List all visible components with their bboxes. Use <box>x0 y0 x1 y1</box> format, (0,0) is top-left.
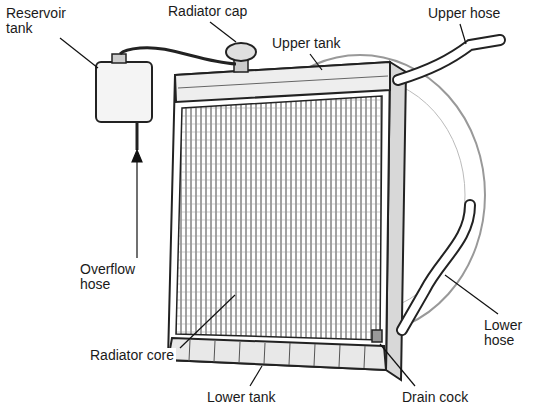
reservoir-cap <box>112 54 126 63</box>
upper-hose-fill <box>398 40 500 80</box>
drain-cock <box>372 330 382 342</box>
upper-tank-seam <box>178 76 388 88</box>
radiator-core <box>176 96 382 340</box>
part-label: Reservoir tank <box>4 6 83 36</box>
part-label: Radiator cap <box>166 4 249 19</box>
part-label: Radiator core <box>88 348 176 363</box>
part-label: Lower hose <box>482 318 532 348</box>
overflow-tube <box>120 48 236 64</box>
upper-hose <box>398 40 500 80</box>
part-label: Overflow hose <box>78 262 150 292</box>
radiator-frame <box>168 62 390 370</box>
radiator-cap <box>226 43 256 61</box>
lower-tank-ribs <box>189 340 365 368</box>
part-label: Upper tank <box>270 36 342 51</box>
reservoir-tank <box>96 62 152 122</box>
lower-hose-fill <box>402 205 470 330</box>
part-label: Drain cock <box>400 390 470 405</box>
overflow-hose <box>136 122 139 150</box>
lower-hose <box>402 205 470 330</box>
part-label: Lower tank <box>205 390 277 405</box>
part-label: Upper hose <box>426 6 502 21</box>
upper-tank <box>175 62 390 102</box>
leader-lines <box>60 22 498 386</box>
lower-tank <box>168 338 386 370</box>
